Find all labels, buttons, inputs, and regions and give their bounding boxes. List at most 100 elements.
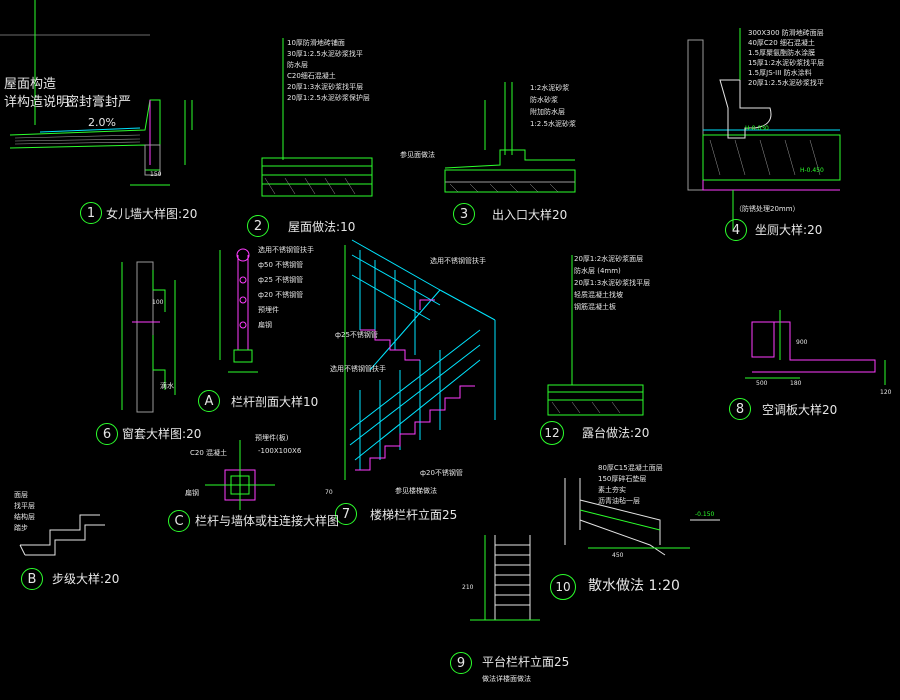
stair-note: ф25不锈钢管 bbox=[335, 331, 378, 339]
roof-layer-note: 10厚防滑地砖铺面 bbox=[287, 39, 345, 47]
step-note: 结构层 bbox=[14, 513, 35, 521]
window-trim-detail bbox=[121, 261, 176, 413]
toilet-detail bbox=[687, 28, 841, 230]
apron-note: 80厚C15混凝土面层 bbox=[598, 464, 663, 472]
rail-note: ф20 不锈钢管 bbox=[258, 291, 304, 299]
detail-title-B: 步级大样:20 bbox=[52, 572, 120, 586]
detail-number-10: 10 bbox=[550, 574, 576, 600]
detail-title-C: 栏杆与墙体或柱连接大样图 bbox=[195, 514, 340, 528]
step-note: 找平层 bbox=[14, 502, 35, 510]
apron-elev: -0.150 bbox=[695, 511, 715, 518]
rail-connection-detail bbox=[205, 440, 275, 510]
stair-dim: 70 bbox=[325, 489, 333, 496]
entrance-note: 附加防水层 bbox=[530, 108, 565, 116]
elev-plus: H-0.030 bbox=[745, 125, 769, 132]
roof-note-1: 屋面构造 bbox=[4, 77, 57, 92]
toilet-note: 15厚1:2水泥砂浆找平层 bbox=[748, 59, 825, 67]
ac-dim-500: 500 bbox=[756, 380, 768, 387]
c-note: 预埋件(板) bbox=[255, 434, 289, 442]
detail-title-2: 屋面做法:10 bbox=[288, 220, 356, 234]
ac-dim-120: 120 bbox=[880, 389, 892, 396]
elev-minus: H-0.450 bbox=[800, 167, 824, 174]
toilet-note: 40厚C20 细石混凝土 bbox=[748, 39, 815, 47]
detail-title-1: 女儿墙大样图:20 bbox=[106, 207, 198, 221]
terrace-detail bbox=[547, 255, 644, 416]
apron-note: 沥青油毡一层 bbox=[598, 497, 640, 505]
detail-number-6: 6 bbox=[96, 423, 118, 445]
apron-notes: 80厚C15混凝土面层 150厚碎石垫层 素土夯实 沥青油毡一层 bbox=[598, 465, 663, 509]
apron-note: 150厚碎石垫层 bbox=[598, 475, 647, 483]
detail-number-1: 1 bbox=[80, 202, 102, 224]
entrance-detail bbox=[444, 82, 576, 193]
detail-title-3: 出入口大样20 bbox=[492, 208, 568, 222]
detail-title-A: 栏杆剖面大样10 bbox=[231, 395, 319, 409]
roof-layer-note: 20厚1:2.5水泥砂浆保护层 bbox=[287, 94, 370, 102]
step-note: 面层 bbox=[14, 491, 28, 499]
roof-layer-note: 防水层 bbox=[287, 61, 308, 69]
platform-railing-elevation bbox=[470, 535, 540, 621]
entrance-notes: 1:2水泥砂浆 防水砂浆 附加防水层 1:2.5水泥砂浆 bbox=[530, 85, 576, 133]
roof-layer-notes: 10厚防滑地砖铺面 30厚1:2.5水泥砂浆找平 防水层 C20细石混凝土 20… bbox=[287, 40, 370, 106]
step-detail bbox=[19, 514, 105, 556]
parapet-detail bbox=[0, 0, 193, 186]
roof-layer-note: 30厚1:2.5水泥砂浆找平 bbox=[287, 50, 363, 58]
entrance-note: 1:2水泥砂浆 bbox=[530, 84, 570, 92]
toilet-note: 1.5厚聚氨酯防水涂膜 bbox=[748, 49, 816, 57]
toilet-note: 20厚1:2.5水泥砂浆找平 bbox=[748, 79, 824, 87]
toilet-note: 1.5厚JS-III 防水涂料 bbox=[748, 69, 812, 77]
apron-dim-450: 450 bbox=[612, 552, 624, 559]
detail-number-9: 9 bbox=[450, 652, 472, 674]
ac-board-detail bbox=[745, 310, 886, 385]
terrace-note: 轻质混凝土找坡 bbox=[574, 291, 623, 299]
stair-note: 选用不锈钢管扶手 bbox=[330, 365, 386, 373]
detail-title-10: 散水做法 1:20 bbox=[588, 578, 680, 594]
terrace-note: 20厚1:3水泥砂浆找平层 bbox=[574, 279, 651, 287]
step-notes: 面层 找平层 结构层 踏步 bbox=[14, 492, 35, 536]
terrace-note: 20厚1:2水泥砂浆面层 bbox=[574, 255, 644, 263]
c-note: 扁钢 bbox=[185, 489, 199, 497]
apron-detail bbox=[564, 478, 720, 556]
water-note: 滴水 bbox=[160, 382, 174, 390]
detail-number-C: C bbox=[168, 510, 190, 532]
detail-number-3: 3 bbox=[453, 203, 475, 225]
platform-dim: 210 bbox=[462, 584, 474, 591]
c-note: C20 混凝土 bbox=[190, 449, 228, 457]
detail-title-8: 空调板大样20 bbox=[762, 403, 838, 417]
stair-note: 参见楼梯做法 bbox=[395, 487, 437, 495]
dim-150: 150 bbox=[150, 171, 162, 178]
rail-notes: 选用不锈钢管扶手 ф50 不锈钢管 ф25 不锈钢管 ф20 不锈钢管 预埋件 … bbox=[258, 247, 314, 337]
detail-title-7: 楼梯栏杆立面25 bbox=[370, 508, 458, 522]
rail-section-detail bbox=[219, 248, 258, 373]
stair-note: ф20不锈钢管 bbox=[420, 469, 463, 477]
toilet-notes: 300X300 防滑地砖面层 40厚C20 细石混凝土 1.5厚聚氨酯防水涂膜 … bbox=[748, 30, 824, 90]
roof-layer-note: C20细石混凝土 bbox=[287, 72, 336, 80]
stair-railing-elevation bbox=[344, 239, 496, 480]
terrace-note: 防水层 (4mm) bbox=[574, 267, 621, 275]
rail-note: ф50 不锈钢管 bbox=[258, 261, 304, 269]
detail-title-12: 露台做法:20 bbox=[582, 426, 650, 440]
detail-title-9: 平台栏杆立面25 bbox=[482, 655, 570, 669]
entrance-note: 防水砂浆 bbox=[530, 96, 558, 104]
toilet-note: 300X300 防滑地砖面层 bbox=[748, 29, 824, 37]
detail-number-4: 4 bbox=[725, 219, 747, 241]
slope-label: 2.0% bbox=[88, 116, 116, 129]
ac-dim-180: 180 bbox=[790, 380, 802, 387]
apron-note: 素土夯实 bbox=[598, 486, 626, 494]
terrace-note: 钢筋混凝土板 bbox=[574, 303, 616, 311]
rail-note: ф25 不锈钢管 bbox=[258, 276, 304, 284]
detail-title-6: 窗套大样图:20 bbox=[122, 427, 202, 441]
roof-layer-note: 20厚1:3水泥砂浆找平层 bbox=[287, 83, 364, 91]
rail-note: 预埋件 bbox=[258, 306, 279, 314]
stair-note: 选用不锈钢管扶手 bbox=[430, 257, 486, 265]
rail-note: 扁钢 bbox=[258, 321, 272, 329]
ac-dim-900: 900 bbox=[796, 339, 808, 346]
detail-number-8: 8 bbox=[729, 398, 751, 420]
platform-note: 做法详楼面做法 bbox=[482, 675, 531, 683]
detail-number-A: A bbox=[198, 390, 220, 412]
entrance-note: 1:2.5水泥砂浆 bbox=[530, 120, 576, 128]
rail-note: 选用不锈钢管扶手 bbox=[258, 246, 314, 254]
step-note: 踏步 bbox=[14, 524, 28, 532]
detail-title-4: 坐厕大样:20 bbox=[755, 223, 823, 237]
dim-100: 100 bbox=[152, 299, 164, 306]
detail-number-2: 2 bbox=[247, 215, 269, 237]
